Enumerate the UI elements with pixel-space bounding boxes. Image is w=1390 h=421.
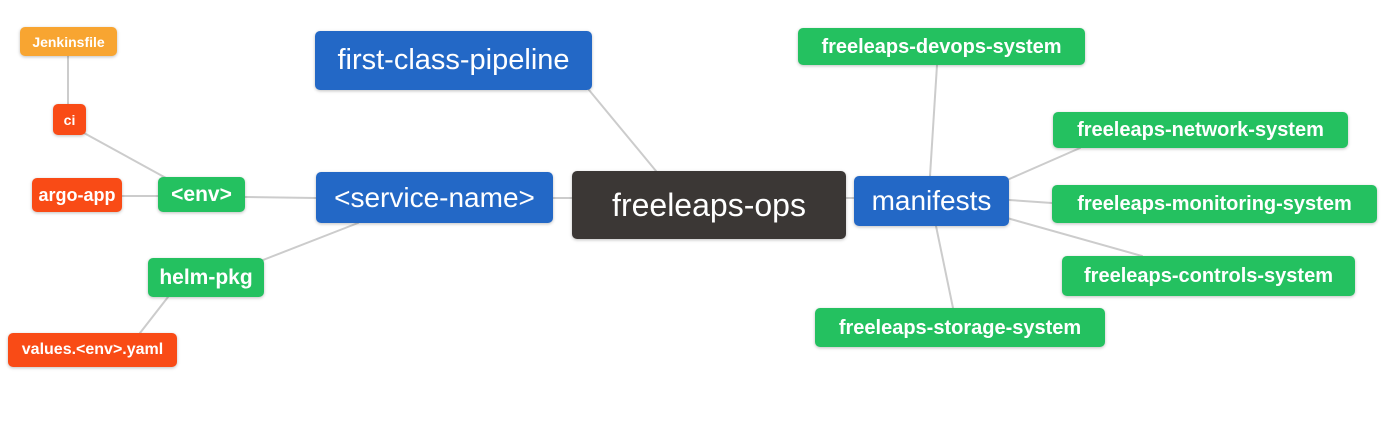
- node-service-name[interactable]: <service-name>: [316, 172, 553, 223]
- node-values-env-yaml[interactable]: values.<env>.yaml: [8, 333, 177, 367]
- edge-line-manifests-freeleaps-devops-system: [929, 64, 938, 177]
- node-freeleaps-controls-system[interactable]: freeleaps-controls-system: [1062, 256, 1355, 296]
- node-jenkinsfile[interactable]: Jenkinsfile: [20, 27, 117, 56]
- node-argo-app[interactable]: argo-app: [32, 178, 122, 212]
- edge-line-manifests-freeleaps-controls-system: [1006, 217, 1143, 257]
- node-freeleaps-monitoring-system[interactable]: freeleaps-monitoring-system: [1052, 185, 1377, 223]
- edge-line-ci-env: [83, 132, 167, 179]
- edge-line-helm-pkg-service-name: [262, 222, 359, 261]
- node-manifests[interactable]: manifests: [854, 176, 1009, 226]
- edge-line-values-env-yaml-helm-pkg: [139, 296, 169, 334]
- node-freeleaps-network-system[interactable]: freeleaps-network-system: [1053, 112, 1348, 148]
- node-env[interactable]: <env>: [158, 177, 245, 212]
- edge-line-first-class-pipeline-freeleaps-ops: [588, 89, 657, 172]
- node-first-class-pipeline[interactable]: first-class-pipeline: [315, 31, 592, 90]
- node-ci[interactable]: ci: [53, 104, 86, 135]
- edge-line-env-service-name: [244, 196, 317, 199]
- edge-line-manifests-freeleaps-network-system: [1006, 147, 1081, 181]
- node-freeleaps-storage-system[interactable]: freeleaps-storage-system: [815, 308, 1105, 347]
- node-freeleaps-ops[interactable]: freeleaps-ops: [572, 171, 846, 239]
- edge-line-manifests-freeleaps-storage-system: [935, 225, 954, 309]
- node-helm-pkg[interactable]: helm-pkg: [148, 258, 264, 297]
- edge-line-manifests-freeleaps-monitoring-system: [1008, 199, 1053, 204]
- node-freeleaps-devops-system[interactable]: freeleaps-devops-system: [798, 28, 1085, 65]
